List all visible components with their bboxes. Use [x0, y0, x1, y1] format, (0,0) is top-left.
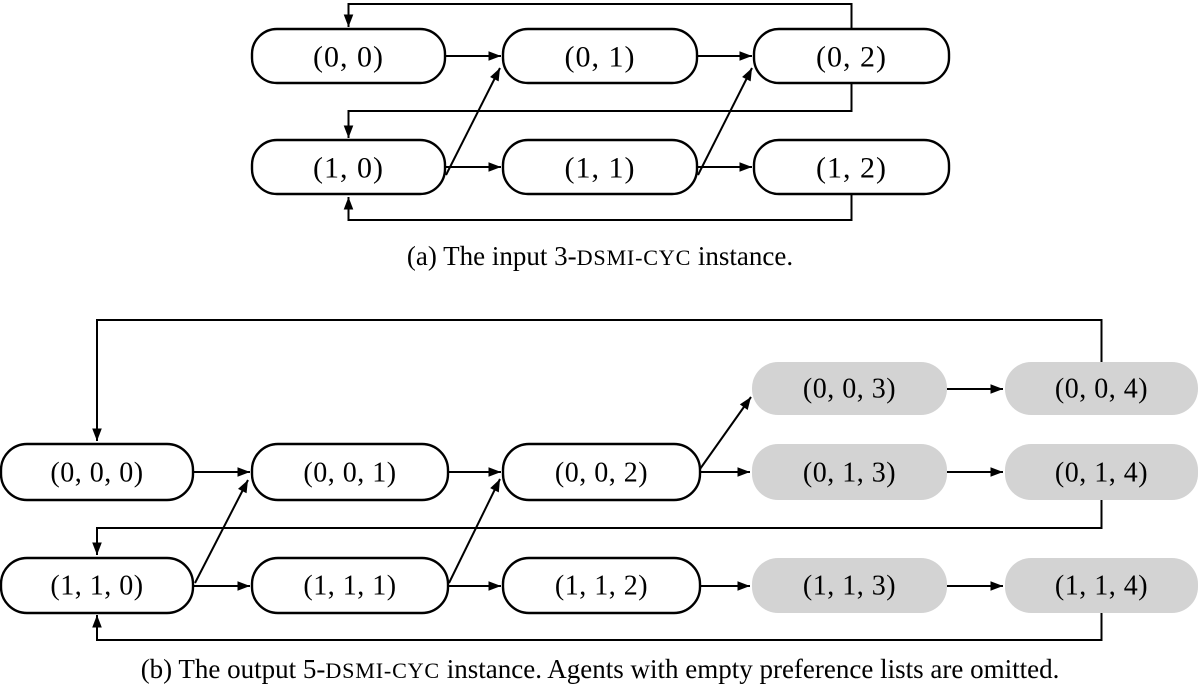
node-a-1-1-label: (1, 1)	[565, 152, 636, 185]
node-a-1-1: (1, 1)	[501, 138, 699, 196]
node-a-0-1-shape	[501, 27, 699, 85]
node-a-1-0-shape	[250, 138, 447, 196]
panel-a-graph: (0, 0) (0, 1) (0, 2) (1, 0) (1, 1) (1, 2…	[250, 3, 951, 221]
panel-b-caption: (b) The output 5-DSMI-CYC instance. Agen…	[0, 654, 1200, 685]
node-b-1-1-3: (1, 1, 3)	[752, 558, 947, 613]
node-b-0-1-4-label: (0, 1, 4)	[1055, 458, 1148, 489]
node-b-0-0-1-label: (0, 0, 1)	[303, 458, 396, 489]
edge-a-02-00-wrap-top	[343, 3, 853, 29]
node-a-0-0-label: (0, 0)	[313, 41, 384, 74]
node-b-1-1-2-label: (1, 1, 2)	[555, 571, 648, 602]
node-b-0-0-1: (0, 0, 1)	[250, 442, 450, 502]
node-a-1-2-label: (1, 2)	[816, 152, 887, 185]
node-b-0-0-0-label: (0, 0, 0)	[50, 458, 143, 489]
panel-a-caption-suffix: instance.	[691, 241, 794, 271]
node-b-1-1-4-label: (1, 1, 4)	[1055, 571, 1148, 602]
panel-a-caption: (a) The input 3-DSMI-CYC instance.	[0, 241, 1200, 272]
edge-b-004-000-wrap-top	[92, 319, 1103, 441]
edge-b-111-002-diagonal	[448, 478, 501, 584]
panel-b-caption-smallcaps: DSMI-CYC	[325, 658, 440, 683]
panel-a-caption-smallcaps: DSMI-CYC	[576, 245, 692, 270]
node-b-1-1-0: (1, 1, 0)	[0, 556, 195, 615]
node-b-0-1-3: (0, 1, 3)	[752, 444, 947, 500]
node-b-1-1-2-shape	[501, 556, 702, 615]
node-a-0-1-label: (0, 1)	[565, 41, 636, 74]
panel-b-caption-prefix: (b) The output 5-	[140, 654, 326, 684]
node-b-0-0-2: (0, 0, 2)	[501, 442, 702, 502]
node-b-1-1-0-label: (1, 1, 0)	[50, 571, 143, 602]
node-b-0-0-3-shape	[752, 362, 947, 415]
node-a-0-0: (0, 0)	[250, 27, 447, 85]
node-a-1-0-label: (1, 0)	[313, 152, 384, 185]
node-b-0-0-4-shape	[1005, 362, 1198, 415]
node-a-0-0-shape	[250, 27, 447, 85]
edge-a-02-10-wrap-middle	[343, 83, 853, 138]
node-b-0-0-2-label: (0, 0, 2)	[555, 458, 648, 489]
edge-a-12-10-wrap-bottom	[343, 194, 853, 221]
node-b-1-1-1-shape	[250, 556, 450, 615]
edge-b-110-001-diagonal	[194, 479, 249, 584]
edge-a-11-02-diagonal	[697, 67, 753, 176]
panel-b-graph: (0, 0, 0) (0, 0, 1) (0, 0, 2) (0, 0, 3) …	[0, 319, 1198, 641]
node-a-0-1: (0, 1)	[501, 27, 699, 85]
node-a-1-1-shape	[501, 138, 699, 196]
node-a-1-2-shape	[752, 138, 951, 196]
node-b-1-1-4-shape	[1005, 558, 1198, 613]
node-b-0-0-0-shape	[0, 442, 195, 502]
node-a-1-2: (1, 2)	[752, 138, 951, 196]
node-b-0-0-2-shape	[501, 442, 702, 502]
node-b-1-1-3-shape	[752, 558, 947, 613]
node-b-0-0-3-label: (0, 0, 3)	[803, 374, 896, 405]
node-b-1-1-1-label: (1, 1, 1)	[303, 571, 396, 602]
node-a-0-2-label: (0, 2)	[816, 41, 887, 74]
node-b-0-1-3-label: (0, 1, 3)	[803, 458, 896, 489]
panel-b-caption-suffix: instance. Agents with empty preference l…	[440, 654, 1060, 684]
node-a-0-2-shape	[752, 27, 951, 85]
node-a-1-0: (1, 0)	[250, 138, 447, 196]
node-a-0-2: (0, 2)	[752, 27, 951, 85]
node-b-0-0-4-label: (0, 0, 4)	[1055, 374, 1148, 405]
node-b-1-1-0-shape	[0, 556, 195, 615]
node-b-0-0-0: (0, 0, 0)	[0, 442, 195, 502]
node-b-1-1-4: (1, 1, 4)	[1005, 558, 1198, 613]
node-b-0-0-1-shape	[250, 442, 450, 502]
edge-b-002-003-diagonal	[699, 396, 752, 470]
node-b-1-1-3-label: (1, 1, 3)	[803, 571, 896, 602]
edge-b-014-110-wrap-middle	[92, 500, 1103, 555]
panel-b-edges	[92, 319, 1103, 641]
node-b-0-0-4: (0, 0, 4)	[1005, 362, 1198, 415]
node-b-1-1-1: (1, 1, 1)	[250, 556, 450, 615]
edge-b-114-110-wrap-bottom	[92, 613, 1103, 641]
panel-a-edges	[343, 3, 853, 221]
node-b-1-1-2: (1, 1, 2)	[501, 556, 702, 615]
node-b-0-1-4: (0, 1, 4)	[1005, 444, 1198, 500]
node-b-0-0-3: (0, 0, 3)	[752, 362, 947, 415]
node-b-0-1-3-shape	[752, 444, 947, 500]
node-b-0-1-4-shape	[1005, 444, 1198, 500]
edge-a-10-01-diagonal	[445, 67, 501, 176]
panel-a-caption-prefix: (a) The input 3-	[406, 241, 577, 271]
